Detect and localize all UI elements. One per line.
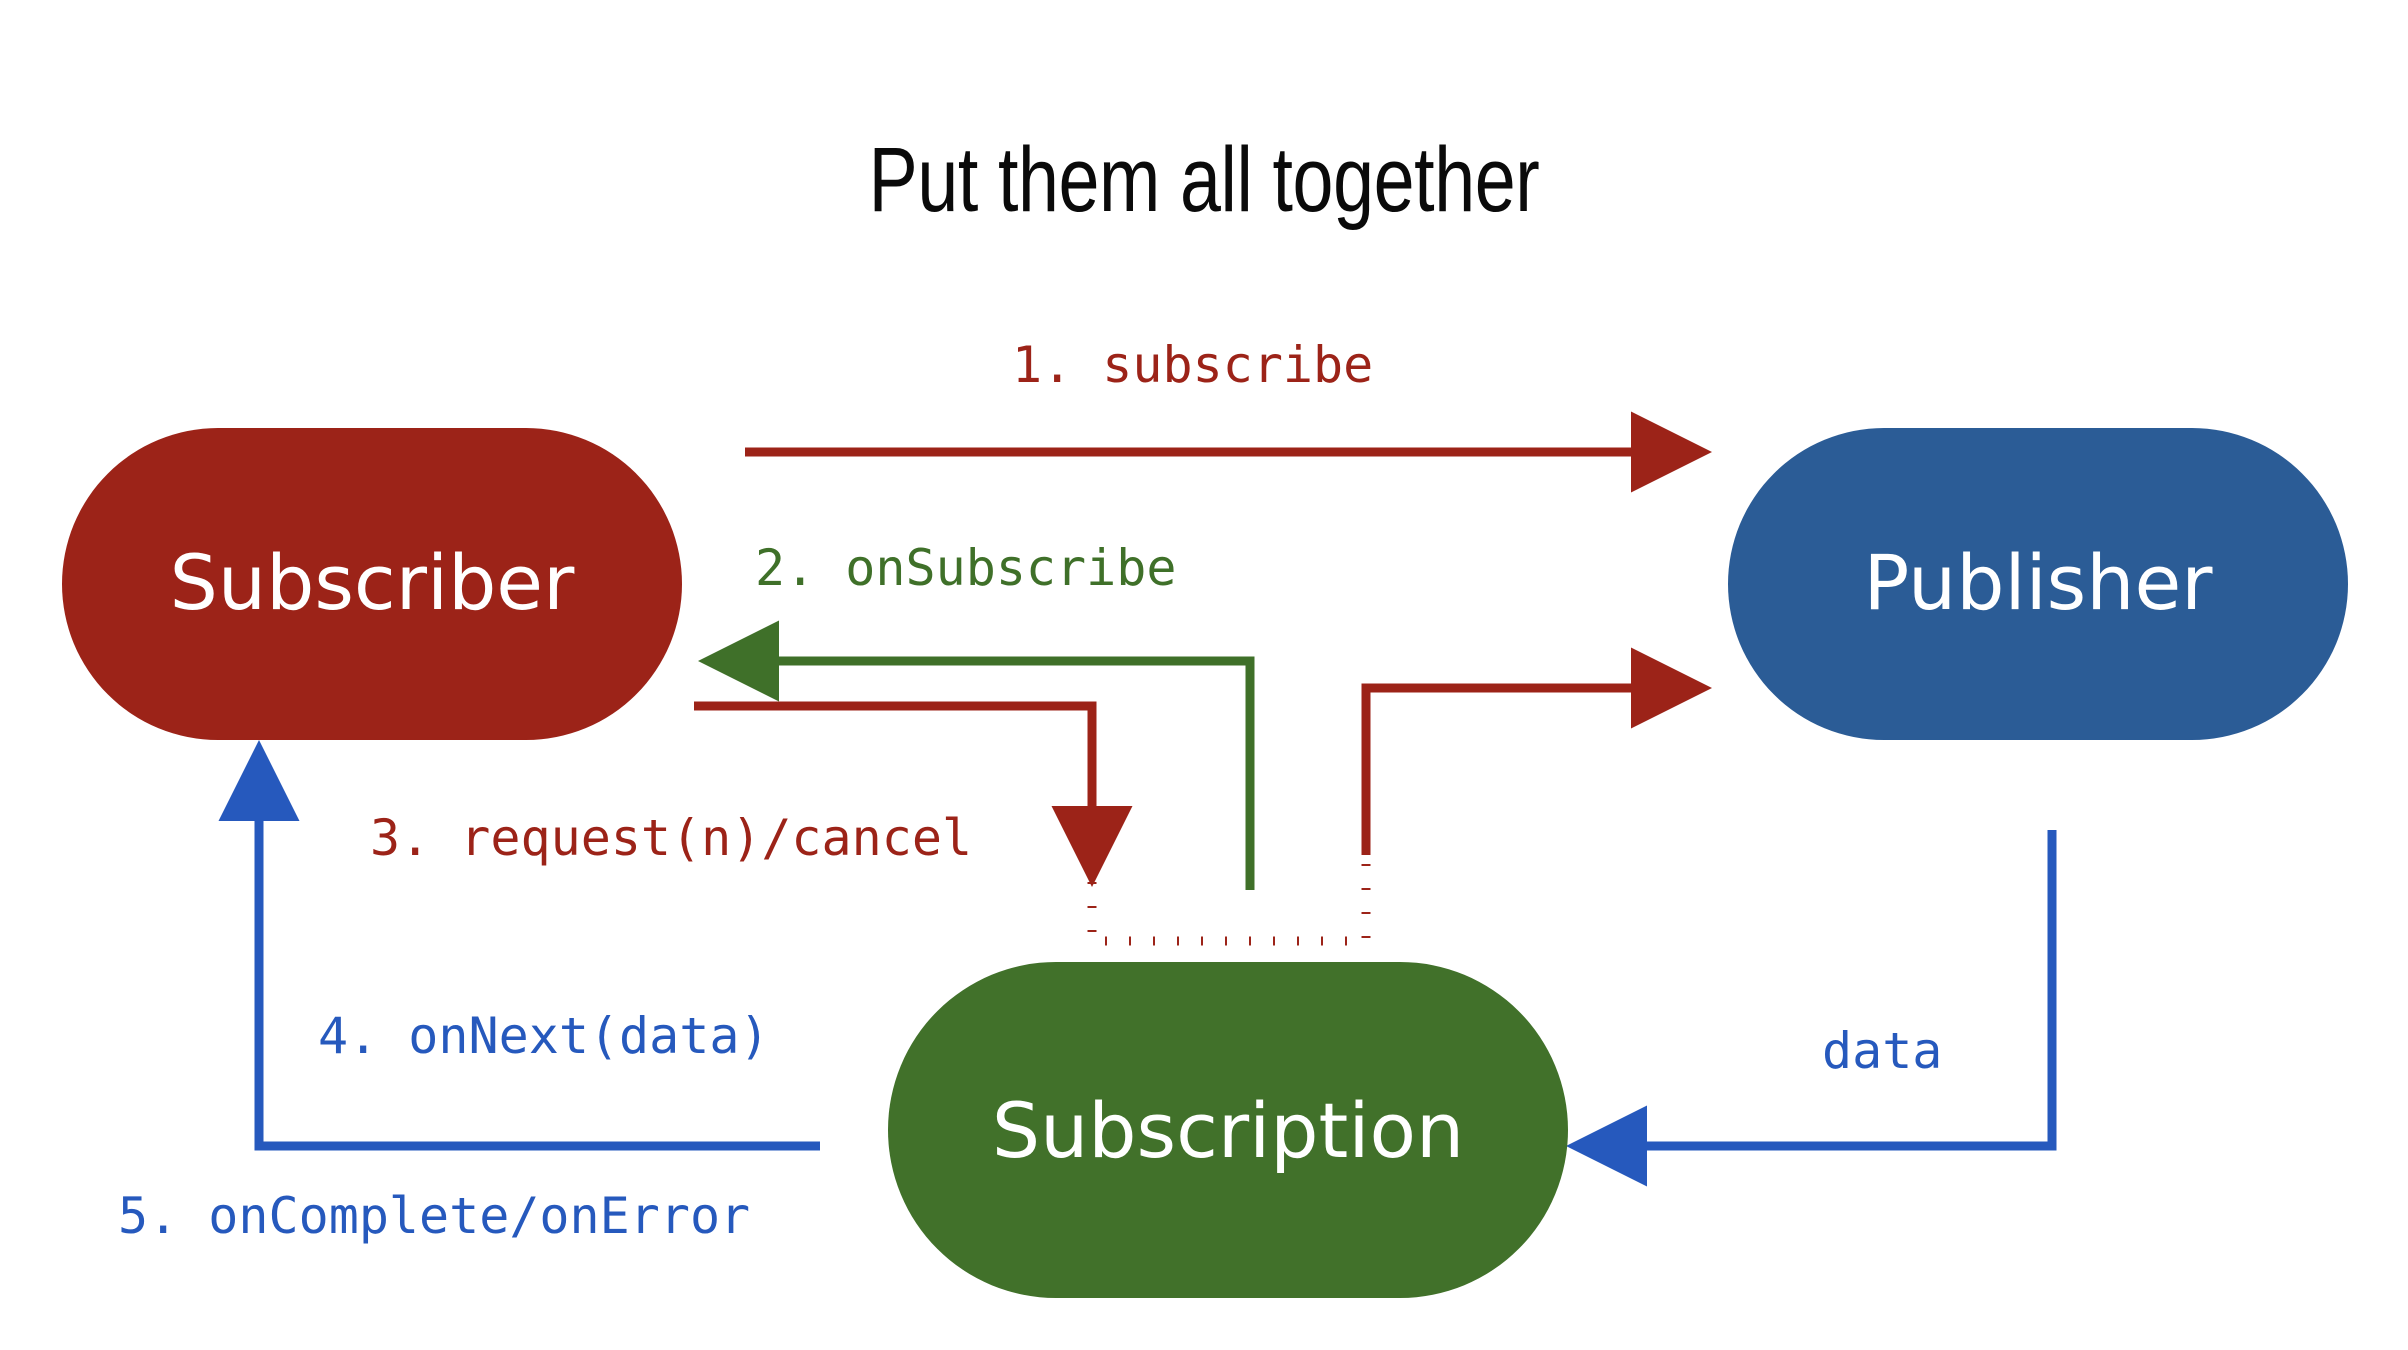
node-subscription-shape[interactable] bbox=[888, 962, 1568, 1298]
edge-label-onnext: 4. onNext(data) bbox=[318, 1007, 770, 1065]
edge-subscription-to-publisher-line bbox=[1361, 647, 1712, 855]
edge-onsubscribe-line bbox=[698, 620, 1255, 890]
edge-subscription-to-publisher bbox=[1361, 647, 1712, 855]
edge-label-subscribe: 1. subscribe bbox=[1012, 336, 1373, 394]
node-subscriber-label: Subscriber bbox=[170, 538, 575, 627]
edge-label-request-cancel: 3. request(n)/cancel bbox=[370, 809, 972, 867]
edge-subscribe: 1. subscribe bbox=[745, 336, 1712, 493]
dotted-bracket-path bbox=[1087, 858, 1371, 946]
node-subscriber[interactable]: Subscriber bbox=[62, 428, 682, 740]
page-title: Put them all together bbox=[868, 129, 1540, 231]
node-publisher-label: Publisher bbox=[1864, 538, 2214, 627]
node-subscriber-shape[interactable] bbox=[62, 428, 682, 740]
edge-label-data: data bbox=[1822, 1022, 1942, 1080]
edge-data: data bbox=[1566, 830, 2057, 1187]
edge-data-line bbox=[1566, 830, 2057, 1187]
node-publisher-shape[interactable] bbox=[1728, 428, 2348, 740]
edge-label-onsubscribe: 2. onSubscribe bbox=[755, 539, 1176, 597]
dotted-bracket bbox=[1087, 858, 1371, 946]
node-subscription-label: Subscription bbox=[992, 1086, 1464, 1175]
edge-onnext-oncomplete: 4. onNext(data) 5. onComplete/onError bbox=[118, 740, 820, 1245]
edge-onsubscribe: 2. onSubscribe bbox=[698, 539, 1255, 890]
edge-request-cancel-line bbox=[694, 701, 1133, 887]
node-publisher[interactable]: Publisher bbox=[1728, 428, 2348, 740]
node-subscription[interactable]: Subscription bbox=[888, 962, 1568, 1298]
edge-label-oncomplete-onerror: 5. onComplete/onError bbox=[118, 1187, 750, 1245]
edge-onnext-line bbox=[218, 740, 820, 1151]
edge-request-cancel: 3. request(n)/cancel bbox=[370, 701, 1133, 887]
